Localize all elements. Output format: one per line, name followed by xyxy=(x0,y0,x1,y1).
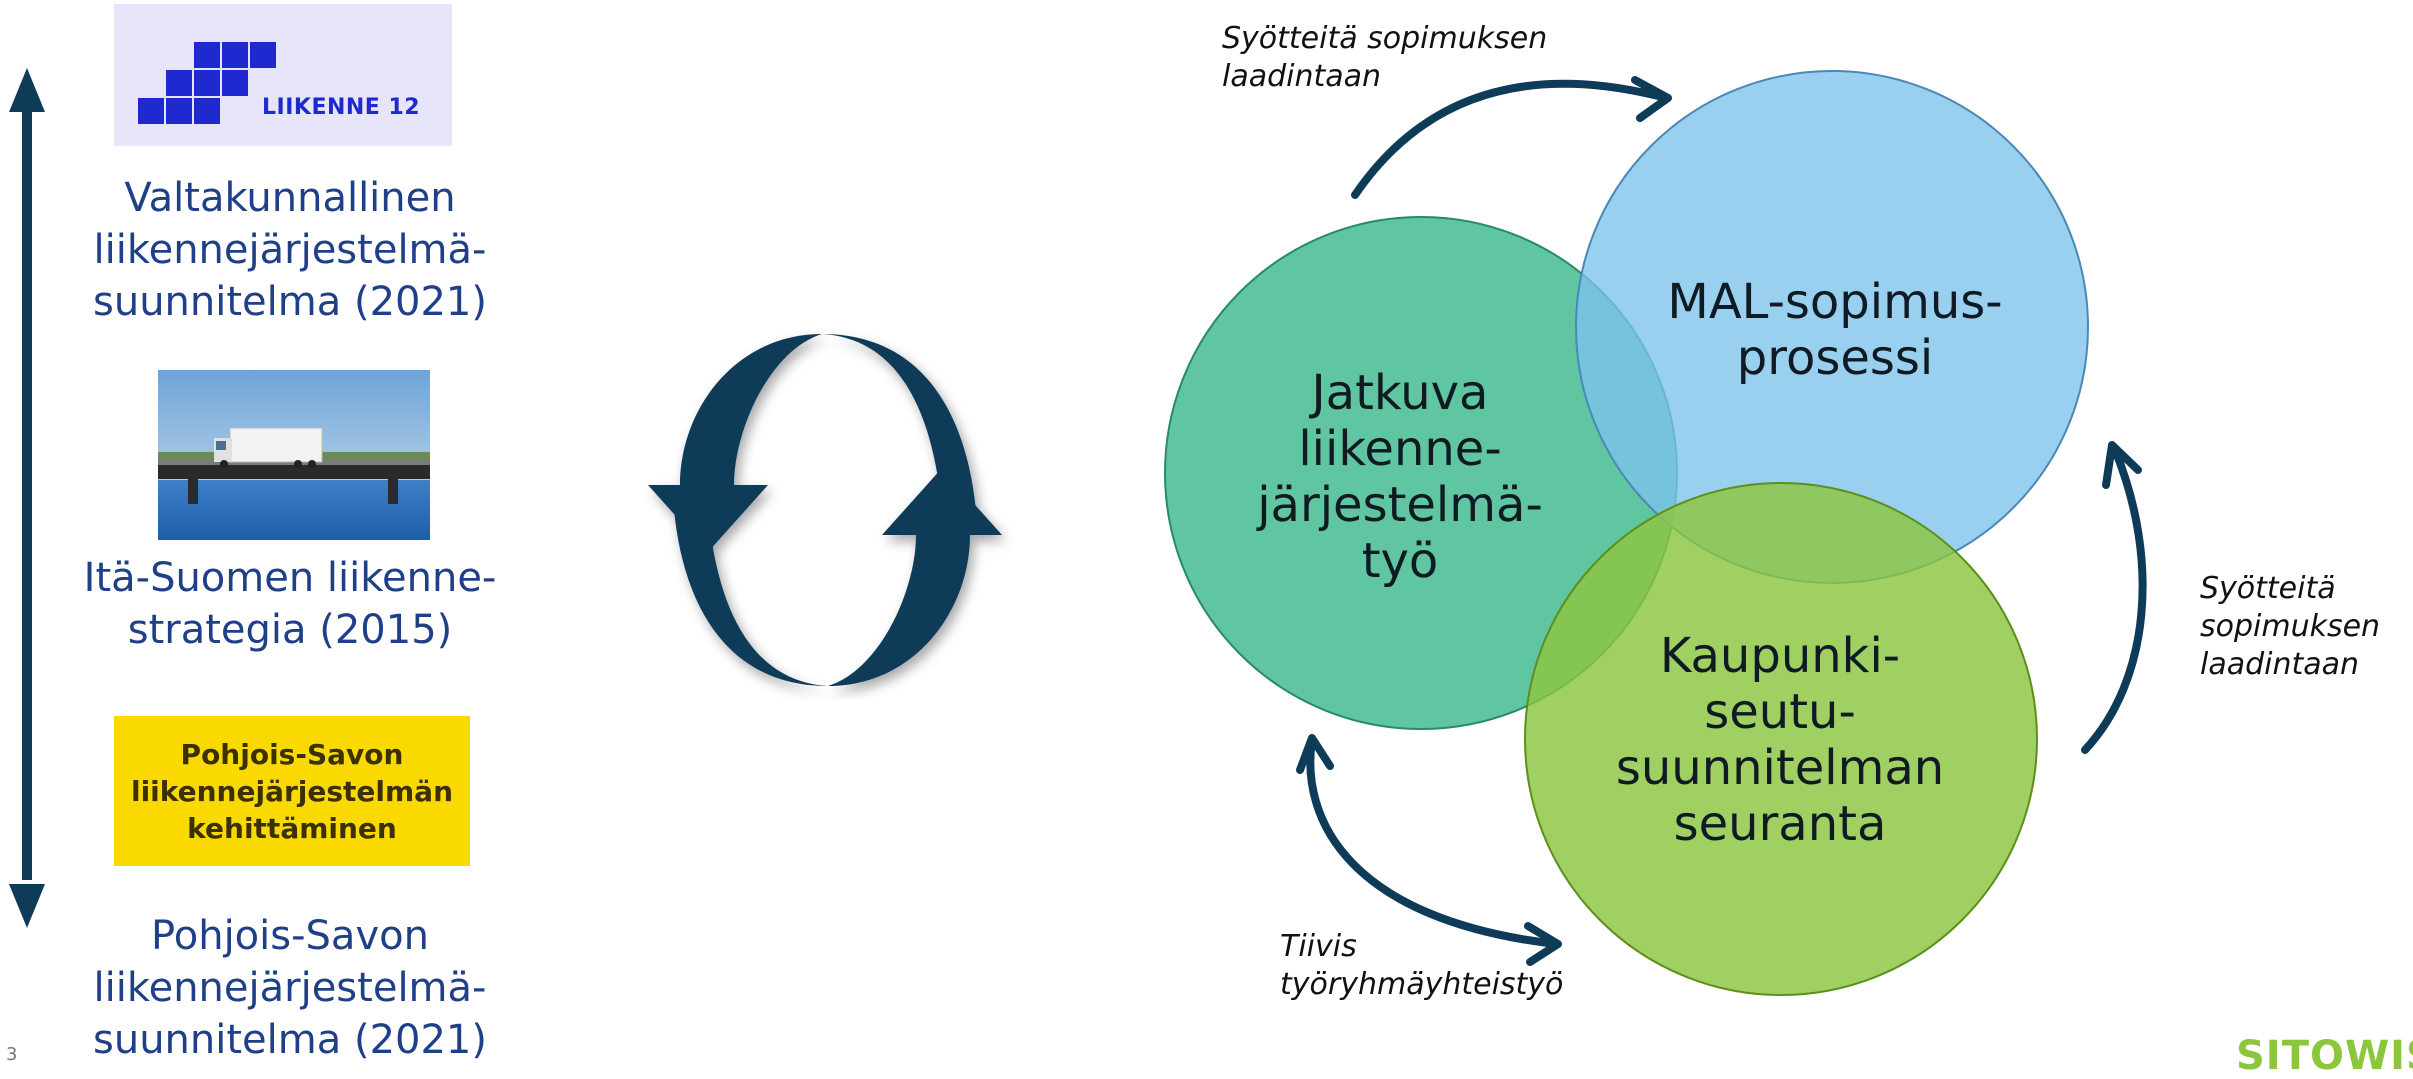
bottom-curved-arrow xyxy=(1306,736,1560,948)
text-line: Pohjois-Savon xyxy=(151,913,429,959)
note-line: laadintaan xyxy=(2200,647,2360,682)
page-number: 3 xyxy=(6,1044,18,1065)
note-line: sopimuksen xyxy=(2200,609,2381,644)
note-line: Tiivis xyxy=(1280,929,1357,964)
label-line: prosessi xyxy=(1736,330,1934,386)
top-curved-arrow xyxy=(1351,79,1670,199)
text-line: strategia (2015) xyxy=(127,607,453,653)
note-line: Syötteitä xyxy=(2200,571,2336,606)
label-line: seuranta xyxy=(1673,796,1887,852)
lime-circle-label: Kaupunki- seutu- suunnitelman seuranta xyxy=(1590,628,1970,852)
right-curved-arrow xyxy=(2081,446,2147,754)
note-line: työryhmäyhteistyö xyxy=(1280,967,1564,1002)
sitowise-logo: SITOWISE xyxy=(2236,1033,2413,1079)
text-line: liikennejärjestelmä- xyxy=(93,227,487,273)
vertical-double-arrow xyxy=(9,68,45,928)
note-line: Syötteitä sopimuksen xyxy=(1222,21,1548,56)
label-line: työ xyxy=(1361,533,1439,589)
bridge-truck-photo xyxy=(158,370,430,540)
label-line: seutu- xyxy=(1704,684,1856,740)
right-note: Syötteitä sopimuksen laadintaan xyxy=(2200,570,2410,684)
cycle-arrows-icon xyxy=(648,334,1002,686)
lime-circle xyxy=(1524,482,2038,996)
bottom-arrowhead-up xyxy=(1296,734,1334,774)
text-line: liikennejärjestelmä- xyxy=(93,965,487,1011)
top-note: Syötteitä sopimuksen laadintaan xyxy=(1222,20,1622,96)
text-line: Itä-Suomen liikenne- xyxy=(83,555,497,601)
right-arrowhead xyxy=(2102,441,2142,489)
text-line: suunnitelma (2021) xyxy=(93,279,487,325)
label-line: MAL-sopimus- xyxy=(1667,274,2003,330)
box-line: Pohjois-Savon xyxy=(180,737,404,771)
bottom-arrowhead-right xyxy=(1524,922,1562,966)
text-line: suunnitelma (2021) xyxy=(93,1017,487,1063)
text-line: Valtakunnallinen xyxy=(124,175,456,221)
label-line: suunnitelman xyxy=(1615,740,1945,796)
bottom-note: Tiivis työryhmäyhteistyö xyxy=(1280,928,1660,1004)
box-line: kehittäminen xyxy=(187,811,397,845)
liikenne12-logo: LIIKENNE 12 xyxy=(114,4,452,146)
label-line: Kaupunki- xyxy=(1659,628,1901,684)
logo-text: LIIKENNE 12 xyxy=(262,95,421,120)
pohjois-savo-development-box: Pohjois-Savon liikennejärjestelmän kehit… xyxy=(114,716,470,866)
box-line: liikennejärjestelmän xyxy=(130,774,454,808)
east-finland-strategy-text: Itä-Suomen liikenne- strategia (2015) xyxy=(40,552,540,656)
top-arrowhead xyxy=(1631,76,1672,122)
blue-circle-label: MAL-sopimus- prosessi xyxy=(1640,274,2030,386)
label-line: liikenne- xyxy=(1298,421,1502,477)
label-line: Jatkuva xyxy=(1311,365,1489,421)
label-line: järjestelmä- xyxy=(1257,477,1543,533)
green-circle-label: Jatkuva liikenne- järjestelmä- työ xyxy=(1230,365,1570,589)
pohjois-savo-plan-text: Pohjois-Savon liikennejärjestelmä- suunn… xyxy=(40,910,540,1066)
national-plan-text: Valtakunnallinen liikennejärjestelmä- su… xyxy=(40,172,540,328)
note-line: laadintaan xyxy=(1222,59,1382,94)
